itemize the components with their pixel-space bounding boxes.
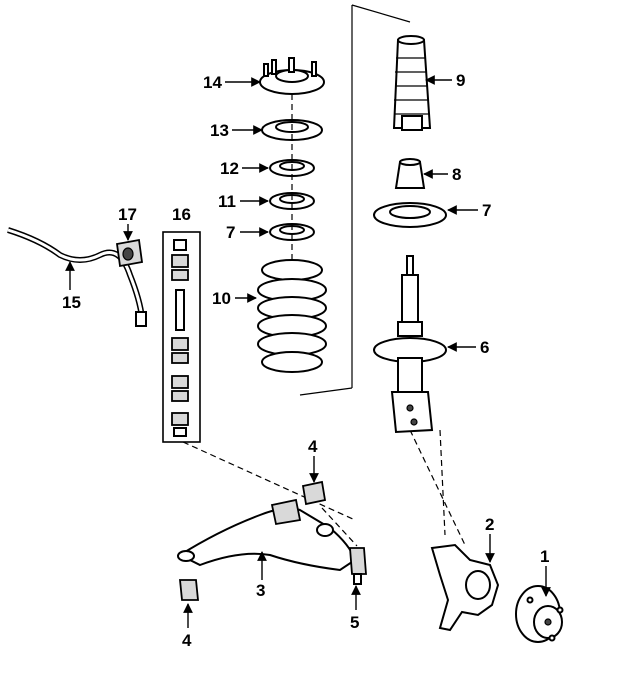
ball-joint bbox=[349, 547, 367, 585]
callout-16: 16 bbox=[172, 205, 191, 224]
callout-1: 1 bbox=[540, 547, 549, 566]
stabilizer-bar bbox=[7, 227, 147, 327]
lower-control-arm bbox=[177, 498, 357, 572]
strut-mount bbox=[259, 57, 325, 95]
link-dash bbox=[182, 441, 356, 521]
wheel-hub bbox=[515, 585, 564, 643]
callout-9: 9 bbox=[456, 71, 465, 90]
arm-dash bbox=[321, 507, 358, 547]
leader-lines bbox=[65, 75, 551, 628]
callout-14: 14 bbox=[203, 73, 222, 92]
callout-labels: 1 2 3 4 4 5 6 7 7 8 9 10 11 12 13 14 15 … bbox=[62, 71, 549, 650]
coil-spring bbox=[257, 259, 327, 373]
steering-knuckle bbox=[430, 543, 500, 632]
callout-7-left: 7 bbox=[226, 223, 235, 242]
callout-4-upper: 4 bbox=[308, 437, 318, 456]
callout-13: 13 bbox=[210, 121, 229, 140]
callout-12: 12 bbox=[220, 159, 239, 178]
callout-17: 17 bbox=[118, 205, 137, 224]
bump-stop bbox=[394, 158, 426, 189]
link-kit-box bbox=[162, 231, 201, 443]
callout-7-right: 7 bbox=[482, 201, 491, 220]
callout-3: 3 bbox=[256, 581, 265, 600]
callout-15: 15 bbox=[62, 293, 81, 312]
control-arm-bushing-upper bbox=[301, 480, 327, 506]
callout-4-lower: 4 bbox=[182, 631, 192, 650]
callout-10: 10 bbox=[212, 289, 231, 308]
stabilizer-bushing bbox=[115, 238, 144, 268]
exploded-view-frame bbox=[299, 4, 466, 546]
callout-5: 5 bbox=[350, 613, 359, 632]
callout-2: 2 bbox=[485, 515, 494, 534]
callout-11: 11 bbox=[218, 192, 236, 211]
dust-boot bbox=[392, 35, 432, 131]
control-arm-bushing-lower bbox=[179, 579, 199, 601]
strut-assembly bbox=[373, 255, 447, 434]
callout-6: 6 bbox=[480, 338, 489, 357]
spring-insulator-right bbox=[373, 202, 447, 228]
callout-8: 8 bbox=[452, 165, 461, 184]
